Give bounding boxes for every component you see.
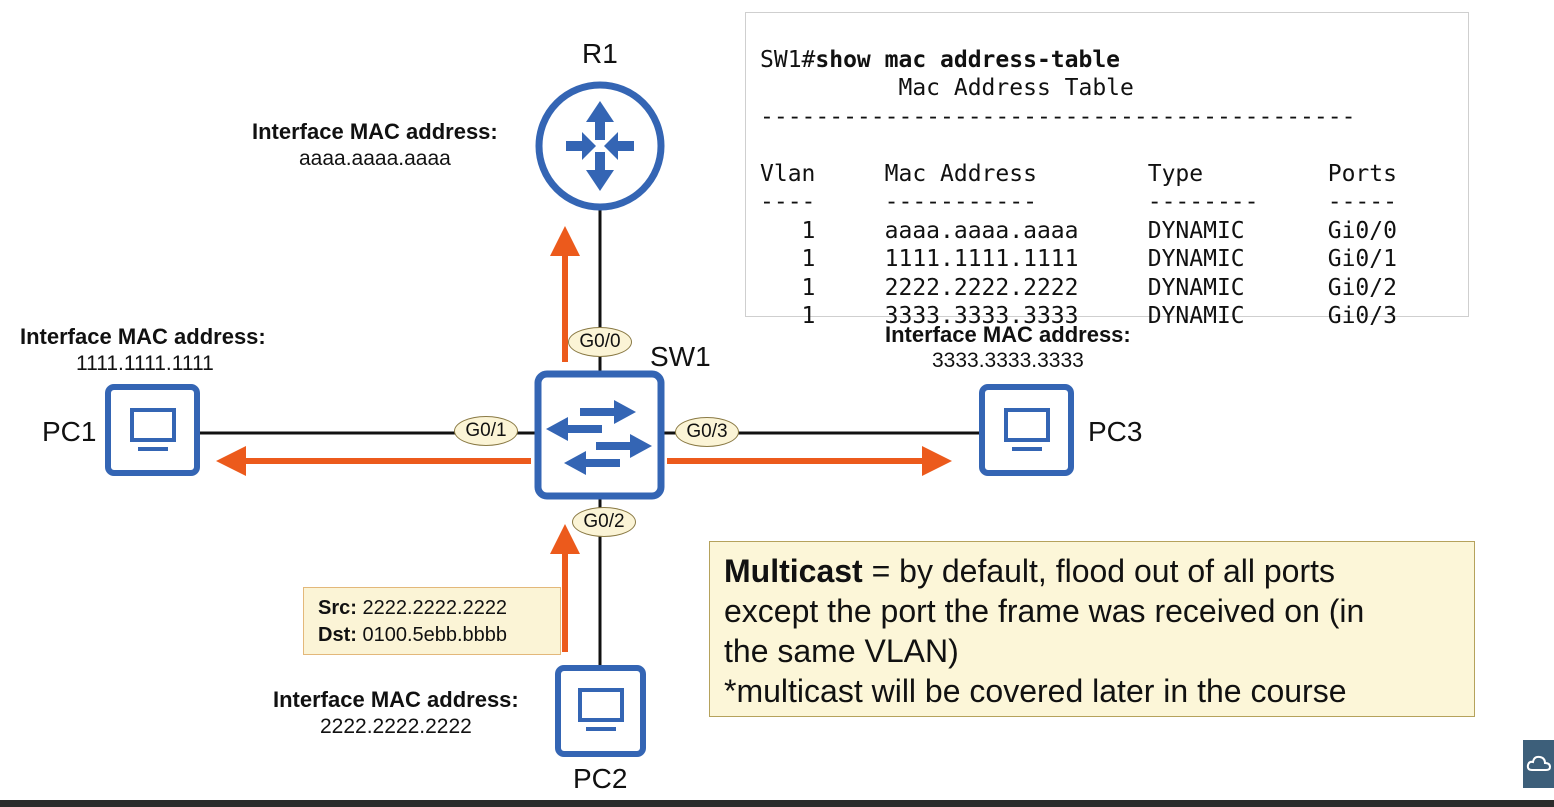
pc-icon	[979, 384, 1074, 476]
port-tag-g0-2: G0/2	[572, 507, 636, 537]
sw1-name: SW1	[650, 341, 711, 372]
note-line-3: the same VLAN)	[724, 633, 959, 669]
pc-icon	[105, 384, 200, 476]
bottom-bar	[0, 800, 1554, 807]
pc-icon	[555, 665, 646, 757]
cli-table-rows: 1 aaaa.aaaa.aaaa DYNAMIC Gi0/0 1 1111.11…	[760, 217, 1468, 331]
cli-blank-line	[760, 131, 1468, 160]
note-line-1-rest: = by default, flood out of all ports	[862, 553, 1335, 589]
r1-name: R1	[582, 38, 618, 69]
note-line-1: Multicast = by default, flood out of all…	[724, 551, 1474, 591]
cli-command: show mac address-table	[815, 46, 1121, 73]
multicast-note: Multicast = by default, flood out of all…	[709, 541, 1475, 717]
cloud-icon	[1526, 755, 1551, 771]
pc2-mac-value: 2222.2222.2222	[320, 715, 472, 738]
cli-command-line: SW1#show mac address-table	[760, 46, 1468, 75]
note-line-4: *multicast will be covered later in the …	[724, 673, 1347, 709]
frame-info-box: Src: 2222.2222.2222 Dst: 0100.5ebb.bbbb	[303, 587, 561, 655]
cli-title: Mac Address Table	[760, 75, 1134, 101]
cli-table-row: 1 3333.3333.3333 DYNAMIC Gi0/3	[760, 303, 1397, 329]
pc3-mac-title: Interface MAC address:	[885, 322, 1131, 347]
frame-dst-label: Dst:	[318, 624, 357, 646]
pc1-mac-title: Interface MAC address:	[20, 324, 266, 349]
pc2-name: PC2	[573, 763, 628, 794]
frame-src-label: Src:	[318, 597, 357, 619]
mac-address-table-output: SW1#show mac address-table Mac Address T…	[745, 12, 1469, 329]
cli-table-row: 1 2222.2222.2222 DYNAMIC Gi0/2	[760, 274, 1397, 301]
pc3-name: PC3	[1088, 416, 1143, 447]
cli-separator: ----------------------------------------…	[760, 103, 1356, 130]
note-line-2: except the port the frame was received o…	[724, 593, 1365, 629]
pc1-mac-value: 1111.1111.1111	[76, 352, 214, 375]
note-keyword: Multicast	[724, 553, 863, 589]
cloud-logo-icon	[1523, 740, 1554, 788]
r1-mac-value: aaaa.aaaa.aaaa	[299, 147, 451, 170]
port-tag-g0-0: G0/0	[568, 327, 632, 357]
frame-src-line: Src: 2222.2222.2222	[318, 595, 560, 622]
cli-prompt: SW1#	[760, 46, 816, 73]
frame-dst-line: Dst: 0100.5ebb.bbbb	[318, 622, 560, 649]
cli-header-row: Vlan Mac Address Type Ports	[760, 160, 1397, 187]
pc2-mac-title: Interface MAC address:	[273, 687, 519, 712]
router-icon	[535, 81, 665, 211]
r1-mac-title: Interface MAC address:	[252, 119, 498, 144]
pc1-name: PC1	[42, 416, 97, 447]
frame-src-value: 2222.2222.2222	[362, 597, 508, 619]
cli-header-rule: ---- ----------- -------- -----	[760, 189, 1397, 215]
cli-table-row: 1 1111.1111.1111 DYNAMIC Gi0/1	[760, 246, 1397, 272]
switch-icon	[534, 370, 665, 500]
pc3-mac-value: 3333.3333.3333	[932, 349, 1084, 372]
frame-dst-value: 0100.5ebb.bbbb	[362, 624, 508, 646]
port-tag-g0-3: G0/3	[675, 417, 739, 447]
port-tag-g0-1: G0/1	[454, 416, 518, 446]
cli-table-row: 1 aaaa.aaaa.aaaa DYNAMIC Gi0/0	[760, 217, 1397, 244]
